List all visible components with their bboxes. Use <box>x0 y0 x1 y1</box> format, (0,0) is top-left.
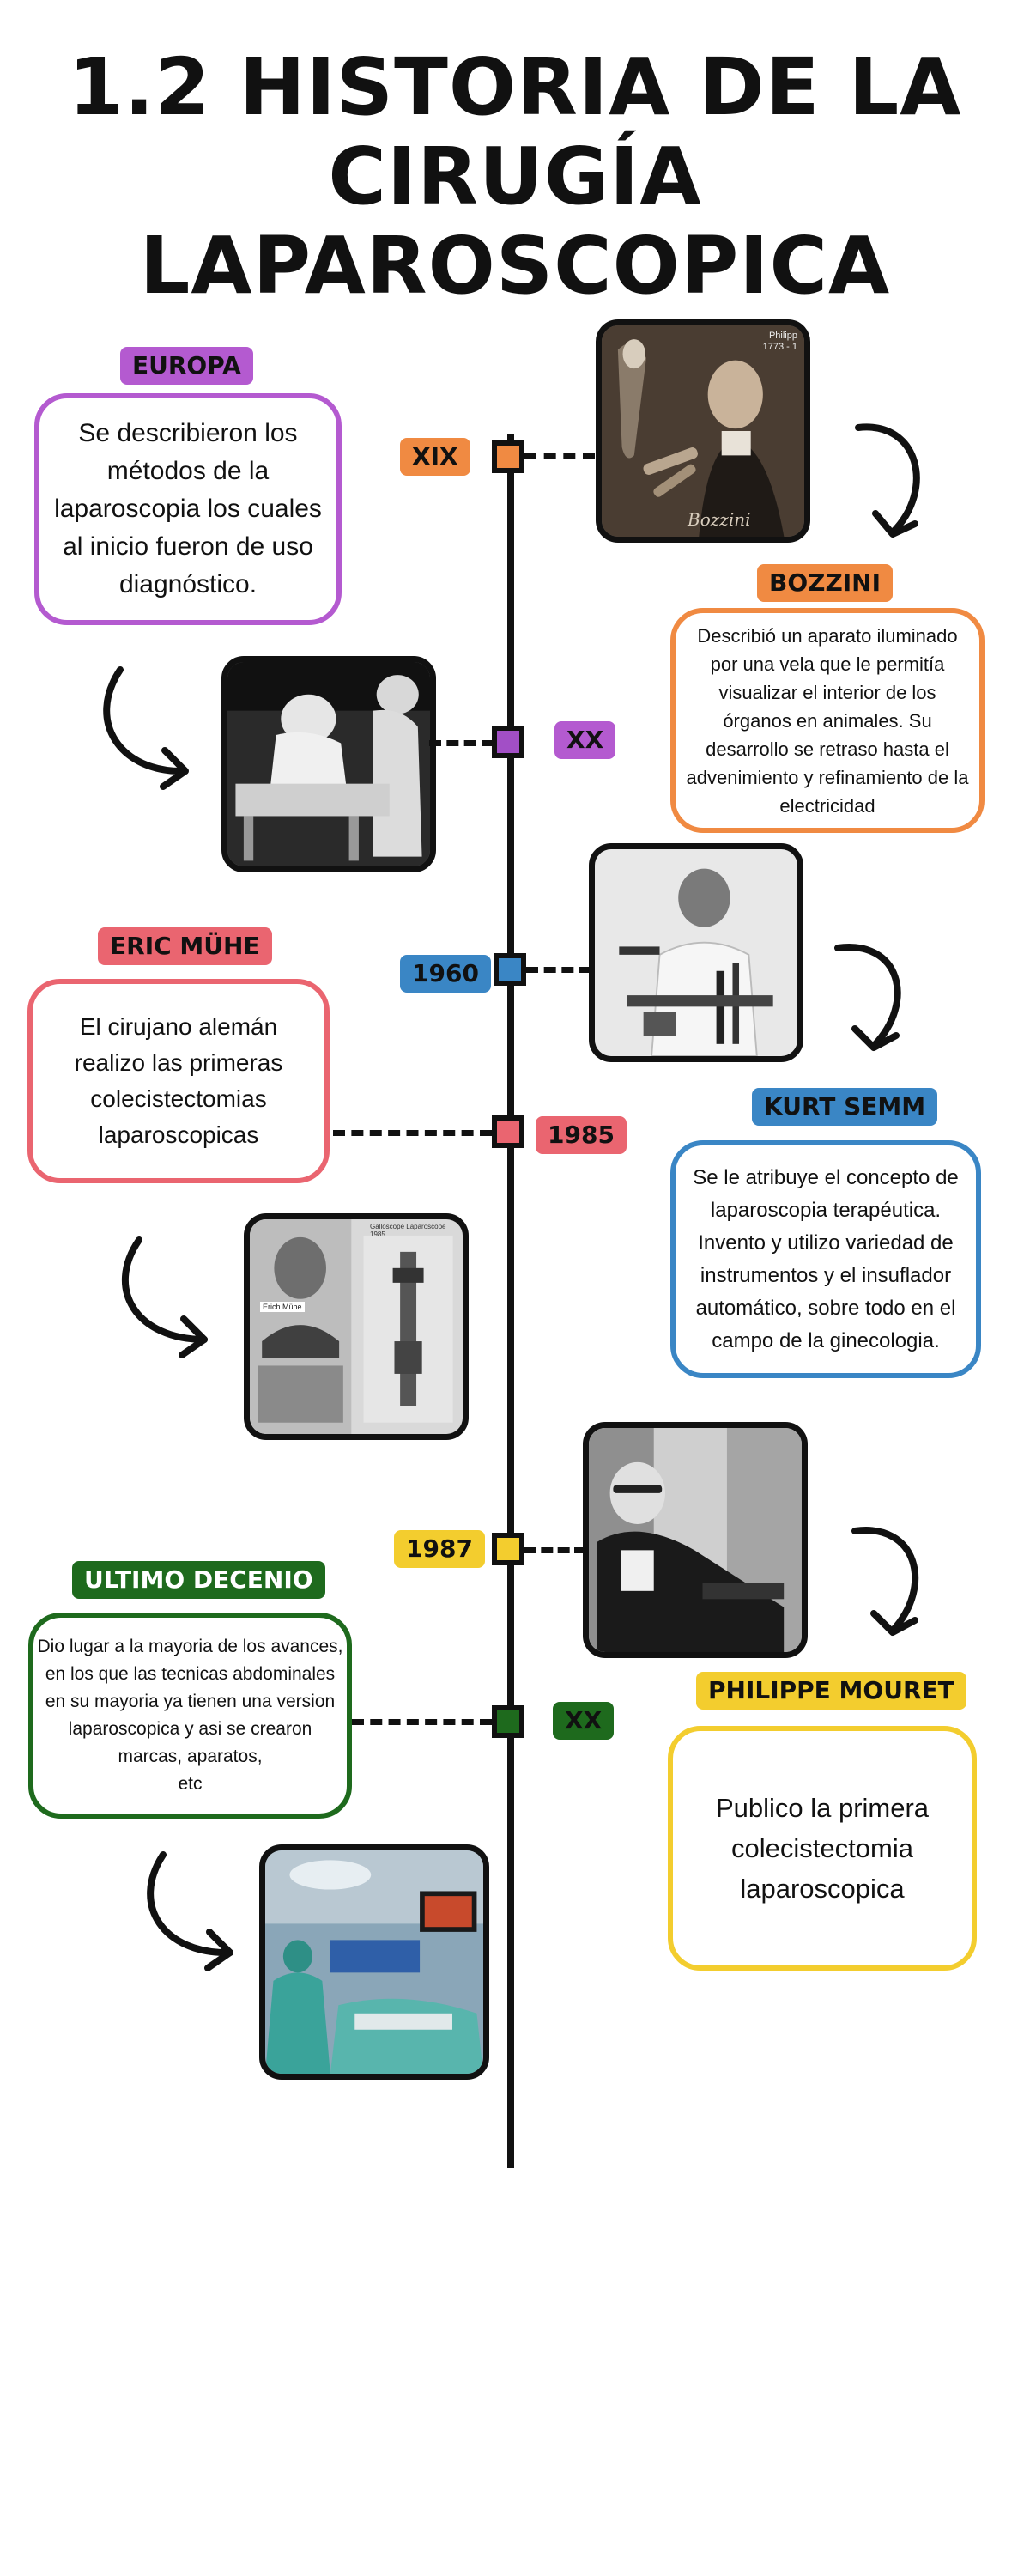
timeline-axis <box>507 434 514 2168</box>
description-europa-text: Se describieron los métodos de la laparo… <box>54 419 322 598</box>
photo-kurt-semm <box>589 843 803 1062</box>
timeline-node-xix <box>492 440 524 473</box>
description-europa: Se describieron los métodos de la laparo… <box>34 393 342 625</box>
timeline-node-xx-europa <box>492 726 524 758</box>
photo-modern-surgery <box>259 1844 489 2080</box>
kurt-semm-image <box>595 849 797 1056</box>
curved-arrow-icon <box>112 1230 215 1358</box>
description-bozzini-text: Describió un aparato iluminado por una v… <box>686 624 969 817</box>
page-title: 1.2 HISTORIA DE LA CIRUGÍA LAPAROSCOPICA <box>0 43 1030 311</box>
curved-arrow-icon <box>822 933 917 1061</box>
curved-arrow-icon <box>841 412 936 550</box>
era-tag-xix: XIX <box>400 438 470 476</box>
eric-muhe-image <box>250 1219 463 1434</box>
connector-1960 <box>526 967 591 973</box>
title-line-2: CIRUGÍA LAPAROSCOPICA <box>139 131 891 312</box>
heading-bozzini: BOZZINI <box>757 564 894 602</box>
era-tag-1960: 1960 <box>400 955 491 993</box>
curved-arrow-icon <box>94 661 197 790</box>
timeline-node-1987 <box>492 1533 524 1565</box>
connector-xx-europa <box>429 740 494 746</box>
heading-europa: EUROPA <box>120 347 253 385</box>
connector-xx-ultimo <box>352 1719 492 1725</box>
title-line-1: 1.2 HISTORIA DE LA <box>68 41 962 133</box>
photo-philippe-mouret <box>583 1422 808 1658</box>
description-kurt-semm-text: Se le atribuye el concepto de laparoscop… <box>693 1165 959 1352</box>
description-philippe-mouret-text: Publico la primera colecistectomia lapar… <box>715 1793 930 1904</box>
description-kurt-semm: Se le atribuye el concepto de laparoscop… <box>670 1140 981 1378</box>
era-tag-xx-ultimo: XX <box>553 1702 615 1740</box>
connector-1985 <box>333 1130 492 1136</box>
photo-europa <box>221 656 436 872</box>
bozzini-portrait-image <box>602 325 804 537</box>
era-tag-xx-europa: XX <box>554 721 616 759</box>
photo-eric-muhe-caption-name: Erich Mühe <box>260 1302 305 1312</box>
photo-bozzini-signature: Bozzini <box>688 509 751 530</box>
philippe-mouret-image <box>589 1428 802 1652</box>
heading-ultimo-decenio: ULTIMO DECENIO <box>72 1561 325 1599</box>
curved-arrow-icon <box>137 1844 240 1973</box>
photo-eric-muhe: Erich Mühe Galloscope Laparoscope 1985 <box>244 1213 469 1440</box>
connector-1987 <box>524 1547 586 1553</box>
timeline-node-xx-ultimo <box>492 1705 524 1738</box>
heading-kurt-semm: KURT SEMM <box>752 1088 938 1126</box>
curved-arrow-icon <box>839 1516 934 1644</box>
modern-operating-room-image <box>265 1850 483 2074</box>
photo-bozzini: Philipp 1773 - 1 Bozzini <box>596 319 810 543</box>
heading-philippe-mouret: PHILIPPE MOURET <box>696 1672 966 1710</box>
description-eric-muhe-text: El cirujano alemán realizo las primeras … <box>74 1013 283 1148</box>
description-ultimo-decenio-text: Dio lugar a la mayoria de los avances, e… <box>37 1637 343 1794</box>
timeline-node-1960 <box>494 953 526 986</box>
description-bozzini: Describió un aparato iluminado por una v… <box>670 608 985 833</box>
era-tag-1985: 1985 <box>536 1116 627 1154</box>
description-philippe-mouret: Publico la primera colecistectomia lapar… <box>668 1726 977 1971</box>
era-tag-1987: 1987 <box>394 1530 485 1568</box>
timeline-node-1985 <box>492 1115 524 1148</box>
heading-eric-muhe: ERIC MÜHE <box>98 927 272 965</box>
photo-bozzini-caption: Philipp 1773 - 1 <box>762 331 797 352</box>
connector-xix <box>524 453 595 459</box>
description-eric-muhe: El cirujano alemán realizo las primeras … <box>27 979 330 1183</box>
surgery-team-image <box>227 662 430 866</box>
photo-eric-muhe-caption-device: Galloscope Laparoscope 1985 <box>370 1223 446 1238</box>
description-ultimo-decenio: Dio lugar a la mayoria de los avances, e… <box>28 1613 352 1819</box>
